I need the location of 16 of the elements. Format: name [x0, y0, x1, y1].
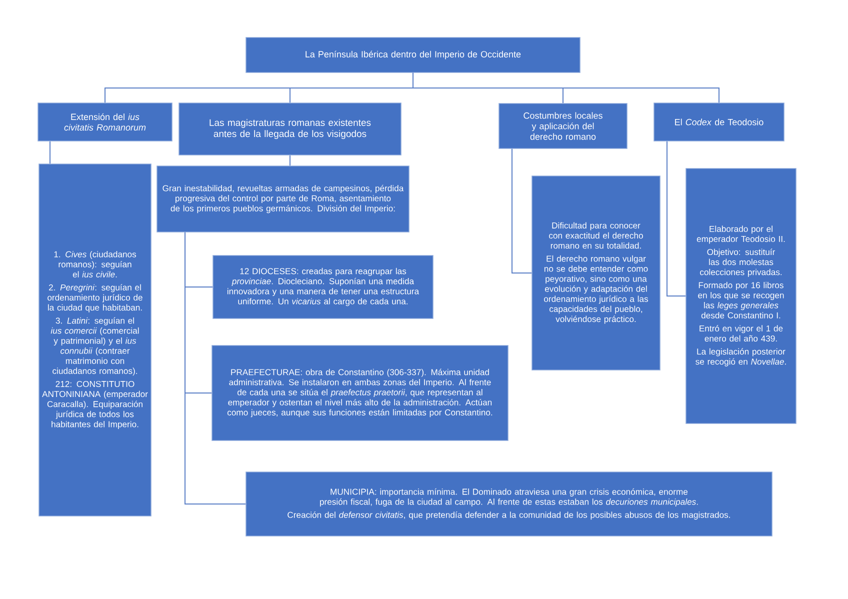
text-box: 12 DIOCESES: creadas para reagrupar las provinciae. Diocleciano. Suponían una medida innovadora y una manera de tener una estructura uniforme. Un vicarius al cargo de cada una. [212, 255, 434, 319]
text-box: Dificultad para conocer con exactitud el derecho romano en su totalidad. El derecho romano vulgar no se debe entender como peyorativo, sino como una evolución y adaptación del ordenamiento jurídico a las capacidades del pueblo, volviéndose práctico. [532, 176, 660, 370]
connector [184, 232, 246, 504]
text-box: Extensión del ius civitatis Romanorum [38, 102, 172, 142]
text-box: 1. Cives (ciudadanos romanos): seguían el ius civile. 2. Peregrini: seguían el ordenamiento jurídico de la ciudad que habitaban. 3. Latini: seguían el ius comercii (comercial y patrimonial) y el ius connubii (contraer matrimonio con ciudadanos romanos). 212: CONSTITUTIO ANTONINIANA (emperador Caracalla). Equiparación jurídica de todos los habitantes del Imperio. [38, 164, 152, 516]
text-box: Las magistraturas romanas existentes antes de la llegada de los visigodos [178, 102, 402, 156]
text-box: Elaborado por el emperador Teodosio II. Objetivo: sustituír las dos molestas colecciones privadas. Formado por 16 libros en los que se recogen las leges generales desde Constantino I. Entró en vigor el 1 de enero del año 439. La legislación posterior se recogió en Novellae. [686, 168, 796, 424]
text-box: Costumbres locales y aplicación del derecho romano [498, 103, 628, 149]
text-box: Gran inestabilidad, revueltas armadas de campesinos, pérdida progresiva del control por parte de Roma, asentamiento de los primeros pueblos germánicos. División del Imperio: [156, 166, 410, 232]
connector [666, 140, 686, 296]
text-box: PRAEFECTURAE: obra de Constantino (306-337). Máxima unidad administrativa. Se instalaron en ambas zonas del Imperio. Al frente de cada una se sitúa el praefectus praetorii, que representan al emperador y ostentan el nivel más alto de la administración. Actúan como jueces, aunque sus funciones están limitadas por Constantino. [212, 345, 508, 441]
text-box: La Península Ibérica dentro del Imperio de Occidente [246, 37, 580, 73]
text-box: MUNICIPIA: importancia mínima. El Dominado atraviesa una gran crisis económica, enorme presión fiscal, fuga de la ciudad al campo. Al frente de estas estaban los decuriones municipales. Creación del defensor civitatis, que pretendía defender a la comunidad de los posibles abusos de los magistrados. [246, 472, 772, 536]
connector [512, 148, 532, 274]
connector [412, 72, 720, 104]
text-box: El Codex de Teodosio [654, 102, 784, 142]
